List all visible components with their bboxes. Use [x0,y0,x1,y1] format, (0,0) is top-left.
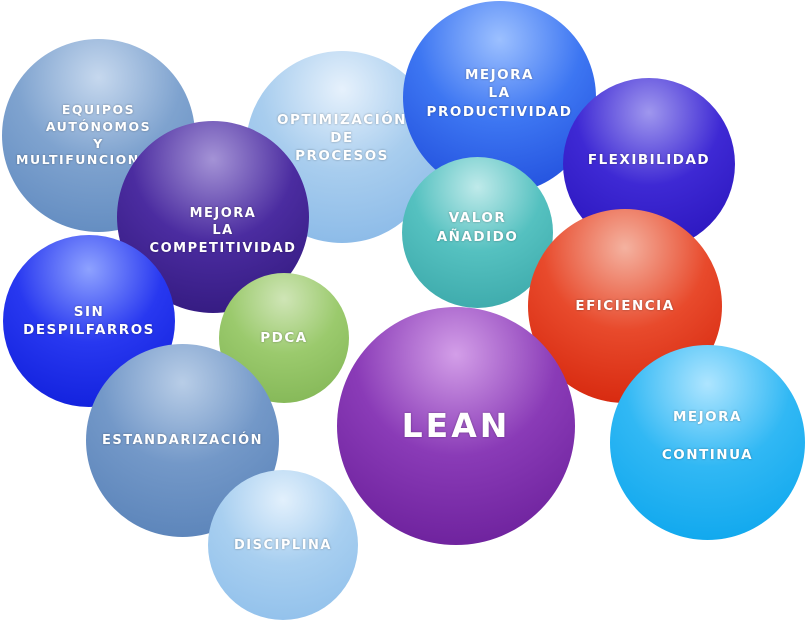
bubble-valor-anadido: VALOR AÑADIDO [402,157,553,308]
bubble-label: EFICIENCIA [575,297,675,314]
bubble-label: LEAN [401,405,511,445]
bubble-mejora-continua: MEJORA CONTINUA [610,345,805,540]
bubble-label: MEJORA CONTINUA [661,408,754,463]
bubble-lean: LEAN [337,307,575,545]
bubble-label: PDCA [260,329,308,346]
bubble-label: VALOR AÑADIDO [436,210,519,245]
bubble-label: ESTANDARIZACIÓN [101,432,264,448]
bubble-label: EQUIPOS AUTÓNOMOS Y MULTIFUNCIONALES [16,101,181,168]
bubble-label: SIN DESPILFARROS [23,303,155,338]
bubble-label: MEJORA LA COMPETITIVIDAD [149,205,297,256]
bubble-disciplina: DISCIPLINA [208,470,358,620]
bubble-estandarizacion: ESTANDARIZACIÓN [86,344,279,537]
bubble-label: DISCIPLINA [234,538,332,554]
bubble-label: FLEXIBILIDAD [587,151,711,168]
bubble-label: OPTIMIZACIÓN DE PROCESOS [276,111,407,165]
bubble-label: MEJORA LA PRODUCTIVIDAD [426,67,573,120]
